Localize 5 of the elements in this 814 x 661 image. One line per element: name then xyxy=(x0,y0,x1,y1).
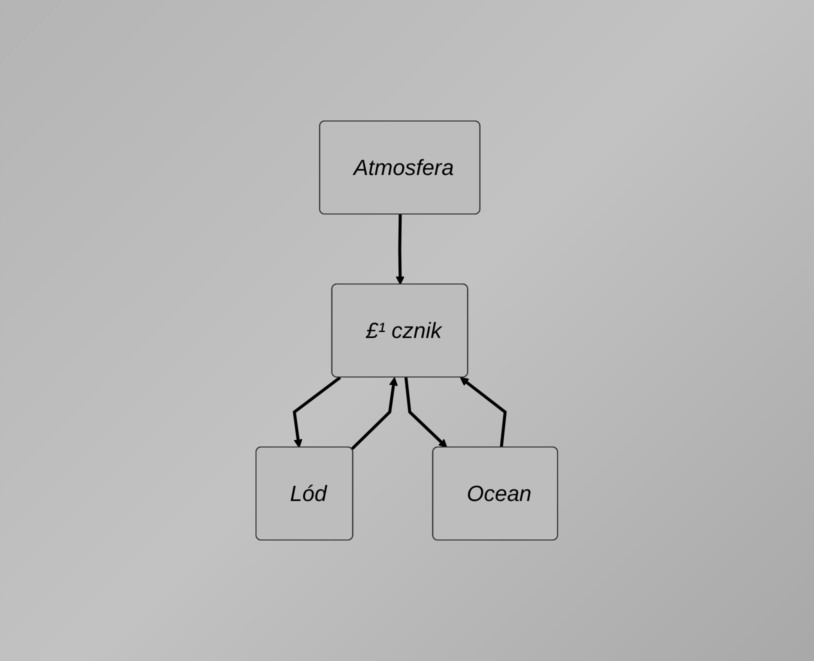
arrow xyxy=(404,377,448,448)
arrow xyxy=(351,377,398,450)
arrow xyxy=(460,377,507,448)
arrow xyxy=(292,376,342,448)
arrow xyxy=(396,214,405,285)
